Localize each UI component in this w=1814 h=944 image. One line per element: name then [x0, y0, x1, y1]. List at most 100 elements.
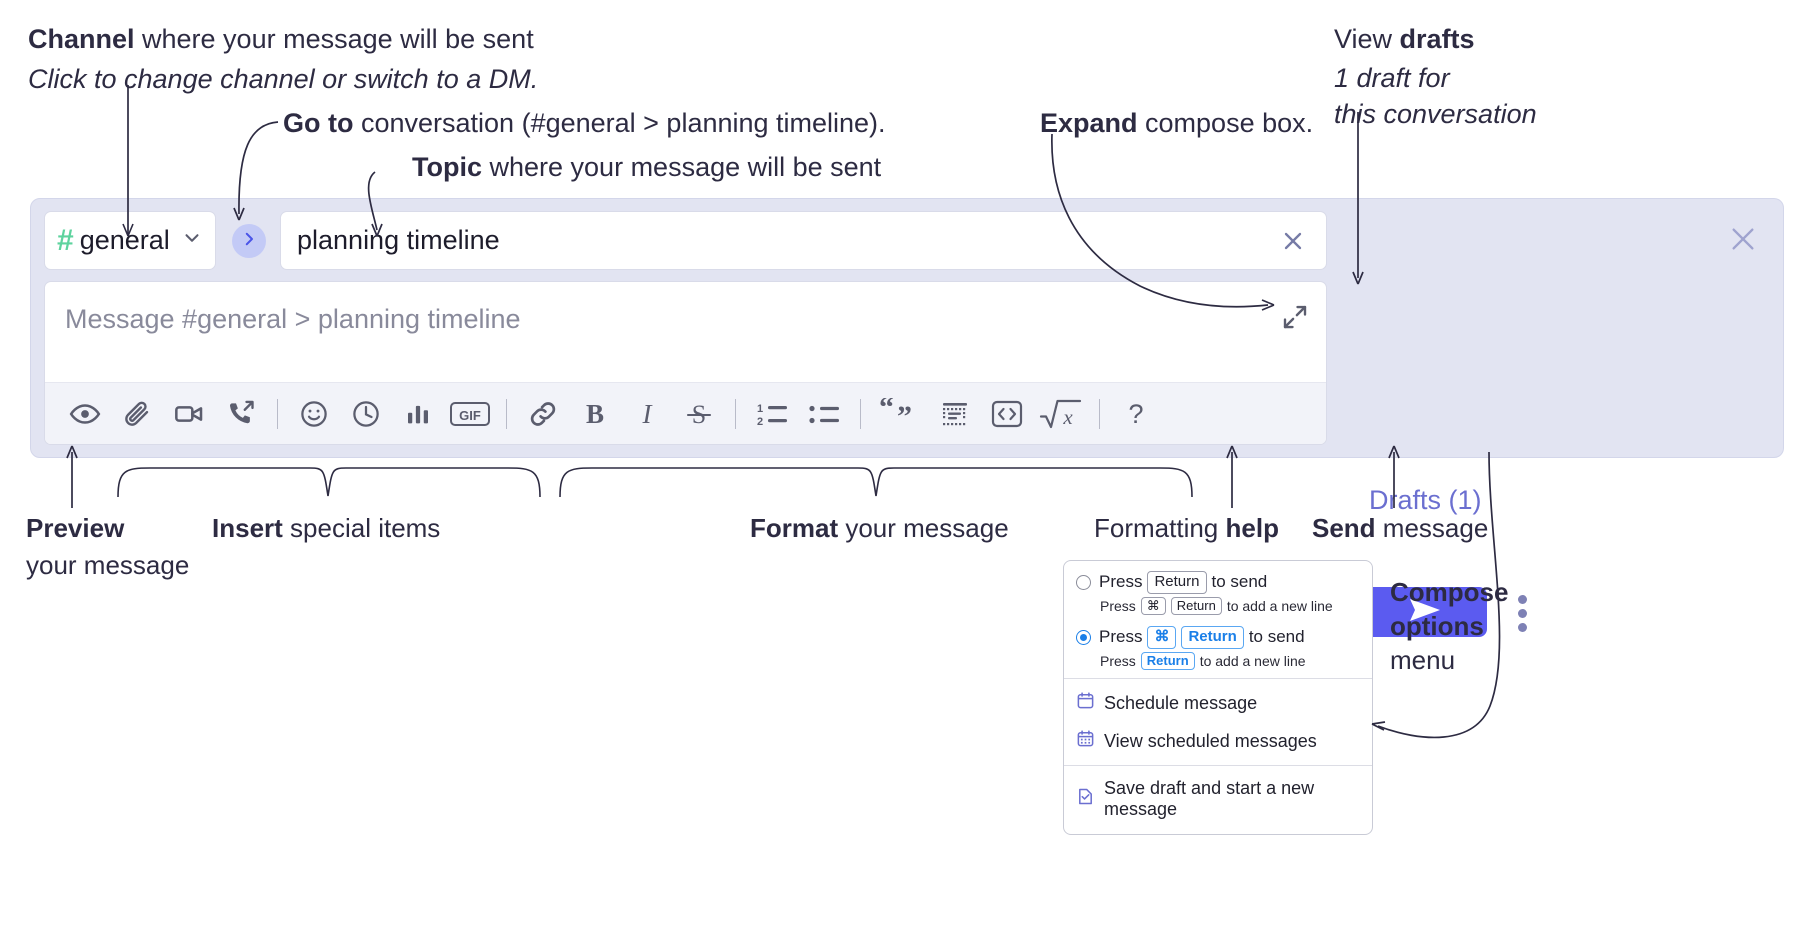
key-return: Return — [1147, 571, 1207, 594]
annotation-preview-bold: Preview — [26, 513, 125, 543]
send-option-label: Press Return to send — [1099, 571, 1267, 594]
formatting-toolbar: GIF B I S — [45, 382, 1326, 444]
emoji-icon[interactable] — [288, 388, 340, 440]
annotation-preview-line2: your message — [26, 550, 190, 581]
audio-call-icon[interactable] — [215, 388, 267, 440]
kebab-vertical-icon — [1517, 594, 1527, 604]
svg-text:I: I — [642, 399, 654, 429]
annotation-drafts-bold: drafts — [1399, 24, 1475, 54]
topic-input[interactable]: planning timeline — [280, 211, 1327, 270]
annotation-format: Format your message — [750, 512, 1080, 545]
calendar-grid-icon — [1076, 729, 1095, 753]
compose-editor-region: # general planning timeline — [44, 211, 1327, 445]
radio-unselected[interactable] — [1076, 574, 1091, 590]
annotation-drafts-lead: View — [1334, 24, 1400, 54]
annotation-help: Formatting help — [1094, 512, 1354, 545]
send-option-hint: Press Return to add a new line — [1100, 651, 1360, 670]
radio-selected[interactable] — [1076, 629, 1091, 645]
divider — [860, 398, 861, 429]
video-icon[interactable] — [163, 388, 215, 440]
kebab-dot — [1517, 622, 1527, 632]
message-input-box[interactable]: Message #general > planning timeline — [44, 281, 1327, 445]
hint-prefix: Press — [1100, 652, 1136, 669]
menu-item-view-scheduled-messages[interactable]: View scheduled messages — [1064, 722, 1372, 760]
strikethrough-icon[interactable]: S — [673, 388, 725, 440]
hint-suffix: to add a new line — [1199, 652, 1306, 669]
annotation-drafts: View drafts 1 draft for this conversatio… — [1334, 22, 1804, 132]
gif-icon[interactable]: GIF — [444, 388, 496, 440]
annotation-compose-options-rest: menu — [1390, 644, 1456, 675]
menu-divider — [1064, 765, 1372, 766]
poll-icon[interactable] — [392, 388, 444, 440]
annotation-insert: Insert special items — [212, 512, 512, 545]
svg-text:”: ” — [897, 400, 912, 430]
clock-icon[interactable] — [340, 388, 392, 440]
close-icon[interactable] — [1727, 223, 1759, 255]
annotation-insert-bold: Insert — [212, 513, 283, 543]
send-option-suffix: to send — [1248, 627, 1305, 647]
code-block-icon[interactable] — [929, 388, 981, 440]
menu-item-schedule-message[interactable]: Schedule message — [1064, 684, 1372, 722]
chevron-down-icon — [181, 227, 203, 254]
kebab-dot — [1517, 608, 1527, 618]
send-option-return[interactable]: Press Return to send — [1076, 571, 1360, 594]
hash-icon: # — [57, 223, 74, 257]
send-option-prefix: Press — [1099, 627, 1143, 647]
key-return: Return — [1140, 651, 1195, 670]
attachment-icon[interactable] — [111, 388, 163, 440]
menu-item-label: Save draft and start a new message — [1104, 778, 1315, 819]
code-icon[interactable] — [981, 388, 1033, 440]
svg-text:“: “ — [879, 398, 894, 424]
bulleted-list-icon[interactable] — [798, 388, 850, 440]
draft-group: Save draft and start a new message — [1064, 766, 1372, 834]
svg-text:?: ? — [1128, 399, 1143, 429]
annotation-goto: Go to conversation (#general > planning … — [283, 106, 1003, 141]
annotation-help-lead: Formatting — [1094, 513, 1226, 543]
link-icon[interactable] — [517, 388, 569, 440]
annotation-help-bold: help — [1225, 513, 1279, 543]
annotation-expand-bold: Expand — [1040, 108, 1138, 138]
compose-options-button[interactable] — [1509, 591, 1535, 635]
divider — [277, 398, 278, 429]
goto-conversation-button[interactable] — [232, 224, 266, 258]
annotation-topic-bold: Topic — [412, 152, 482, 182]
annotation-channel-rest: where your message will be sent — [134, 24, 534, 54]
annotation-expand: Expand compose box. — [1040, 106, 1440, 141]
divider — [506, 398, 507, 429]
calendar-icon — [1076, 691, 1095, 715]
key-command: ⌘ — [1147, 626, 1177, 649]
annotation-format-rest: your message — [838, 513, 1009, 543]
compose-options-menu: Press Return to send Press ⌘ Return to a… — [1063, 560, 1373, 835]
chevron-right-icon — [240, 230, 258, 253]
help-icon[interactable]: ? — [1110, 388, 1162, 440]
key-return: Return — [1181, 626, 1244, 649]
menu-item-save-draft[interactable]: Save draft and start a new message — [1064, 771, 1372, 827]
scheduling-group: Schedule message View scheduled messages — [1064, 679, 1372, 765]
channel-selector[interactable]: # general — [44, 211, 216, 270]
send-option-suffix: to send — [1211, 572, 1268, 592]
annotation-format-bold: Format — [750, 513, 839, 543]
send-option-group: Press Return to send Press ⌘ Return to a… — [1064, 561, 1372, 678]
math-icon[interactable]: x — [1033, 388, 1089, 440]
annotation-channel: Channel where your message will be sent … — [28, 22, 648, 96]
annotation-channel-italic: Click to change channel or switch to a D… — [28, 63, 539, 94]
bold-icon[interactable]: B — [569, 388, 621, 440]
annotation-drafts-italic1: 1 draft for — [1334, 62, 1450, 93]
blockquote-icon[interactable]: “” — [871, 388, 929, 440]
send-option-label: Press ⌘ Return to send — [1099, 626, 1305, 649]
hint-suffix: to add a new line — [1226, 597, 1333, 614]
topic-input-value: planning timeline — [297, 225, 500, 255]
compose-header-row: # general planning timeline — [44, 211, 1327, 271]
italic-icon[interactable]: I — [621, 388, 673, 440]
hint-prefix: Press — [1100, 597, 1136, 614]
preview-icon[interactable] — [59, 388, 111, 440]
annotation-send-bold: Send — [1312, 513, 1376, 543]
annotation-channel-bold: Channel — [28, 24, 135, 54]
expand-icon[interactable] — [1280, 302, 1310, 332]
send-option-cmd-return[interactable]: Press ⌘ Return to send — [1076, 626, 1360, 649]
close-icon[interactable] — [1276, 224, 1310, 258]
send-option-prefix: Press — [1099, 572, 1143, 592]
